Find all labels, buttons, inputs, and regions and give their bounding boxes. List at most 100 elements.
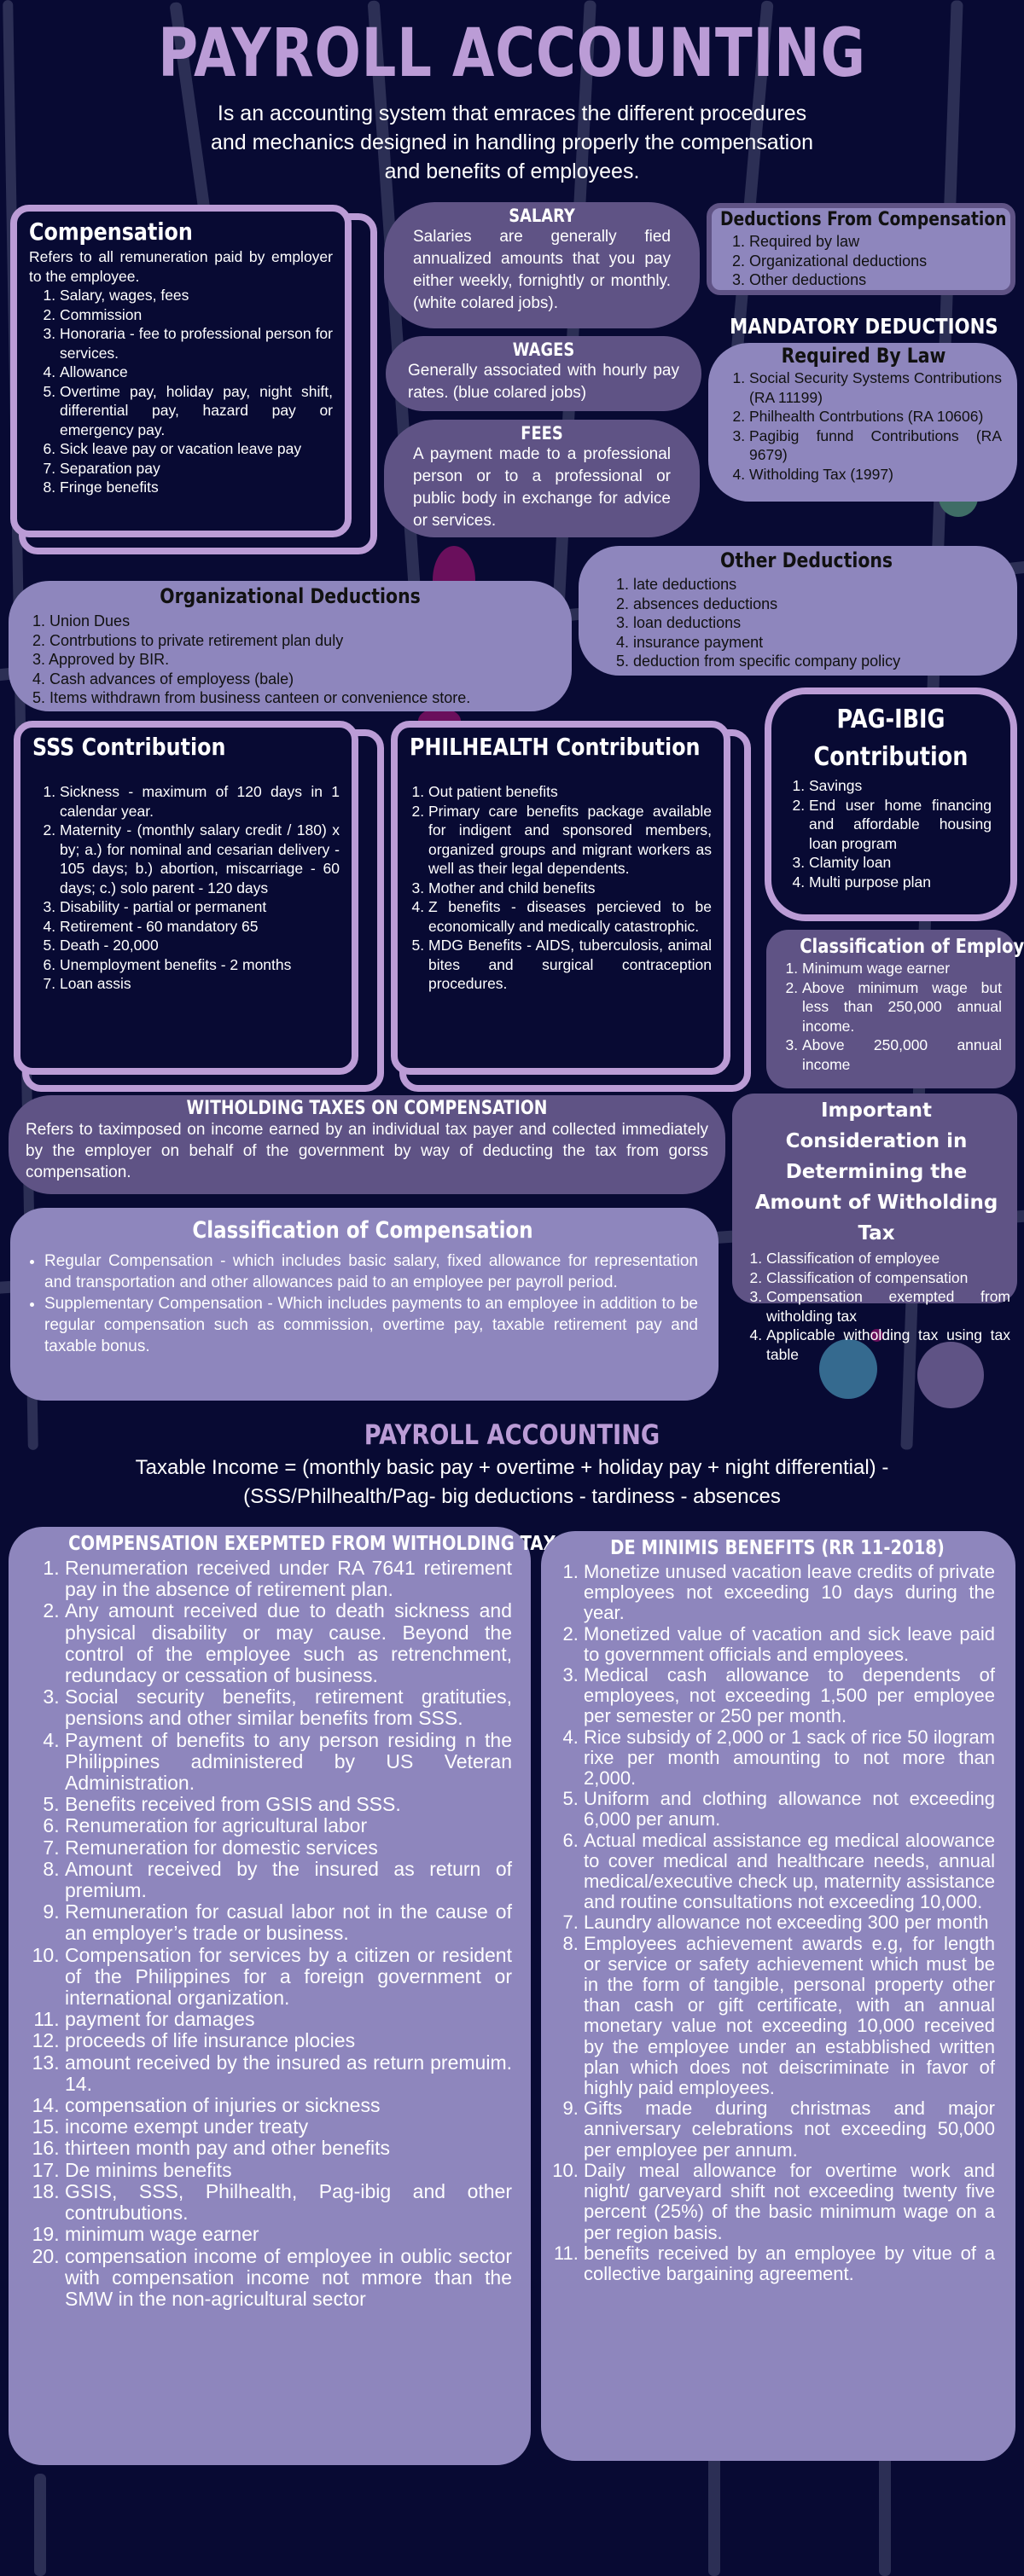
organizational-deduction-item: 1. Union Dues	[32, 612, 131, 629]
list-item: Renumeration for agricultural labor	[65, 1815, 512, 1836]
important-consideration-title: Important Consideration in Determining t…	[754, 1099, 998, 1244]
list-item: Monetized value of vacation and sick lea…	[584, 1623, 995, 1665]
organizational-deduction-item: 3. Approved by BIR.	[32, 651, 170, 668]
organizational-deduction-item: 5. Items withdrawn from business canteen…	[32, 689, 471, 706]
organizational-deduction-item: 2. Contrbutions to private retirement pl…	[32, 631, 344, 649]
salary-card: SALARY Salaries are generally fied annua…	[384, 202, 700, 328]
exempted-title: COMPENSATION EXEPMTED FROM WITHOLDING TA…	[68, 1533, 556, 1555]
wages-text: Generally associated with hourly pay rat…	[408, 362, 679, 402]
list-item: Overtime pay, holiday pay, night shift, …	[60, 382, 333, 440]
pagibig-title-line2: Contribution	[813, 742, 969, 772]
classification-employee-title: Classification of Employee	[800, 936, 1024, 958]
mandatory-deductions-list: Social Security Systems Contributions (R…	[725, 368, 1002, 484]
list-item: Required by law	[749, 232, 1002, 252]
other-deductions-list: late deductions absences deductions loan…	[616, 575, 997, 671]
list-item: Any amount received due to death sicknes…	[65, 1600, 512, 1686]
list-item: loan deductions	[633, 613, 997, 633]
list-item: Organizational deductions	[749, 252, 1002, 271]
list-item: Supplementary Compensation - Which inclu…	[44, 1293, 698, 1357]
list-item: amount received by the insured as return…	[65, 2051, 512, 2095]
list-item: Applicable witholding tax using tax tabl…	[766, 1326, 1010, 1364]
salary-text: Salaries are generally fied annualized a…	[413, 228, 671, 312]
list-item: Above minimum wage but less than 250,000…	[802, 978, 1002, 1036]
classification-compensation-card: Classification of Compensation Regular C…	[10, 1208, 719, 1401]
sss-list: Sickness - maximum of 120 days in 1 cale…	[32, 782, 340, 994]
list-item: Laundry allowance not exceeding 300 per …	[584, 1912, 995, 1933]
formula-title: PAYROLL ACCOUNTING	[364, 1419, 660, 1451]
list-item: thirteen month pay and other benefits	[65, 2138, 512, 2159]
list-item: Loan assis	[60, 974, 340, 994]
list-item: Compensation exempted from witholding ta…	[766, 1287, 1010, 1326]
list-item: insurance payment	[633, 633, 997, 653]
compensation-card: Compensation Refers to all remuneration …	[10, 205, 352, 537]
deductions-from-compensation-list: Required by law Organizational deduction…	[720, 232, 1002, 290]
list-item: Z benefits - diseases percieved to be ec…	[428, 897, 712, 936]
background-line	[879, 2457, 891, 2576]
list-item: Sick leave pay or vacation leave pay	[60, 439, 333, 459]
list-item: Mother and child benefits	[428, 879, 712, 898]
pagibig-card: PAG-IBIG Contribution Savings End user h…	[765, 688, 1017, 921]
list-item: MDG Benefits - AIDS, tuberculosis, anima…	[428, 936, 712, 994]
list-item: Savings	[809, 776, 992, 796]
list-item: De minims benefits	[65, 2159, 512, 2181]
list-item: proceeds of life insurance plocies	[65, 2030, 512, 2051]
important-consideration-card: Important Consideration in Determining t…	[732, 1094, 1017, 1363]
page-title: PAYROLL ACCOUNTING	[158, 15, 866, 92]
list-item: benefits received by an employee by vitu…	[584, 2242, 995, 2284]
other-deductions-card: Other Deductions late deductions absence…	[579, 546, 1017, 676]
background-line	[708, 2457, 720, 2576]
compensation-title: Compensation	[29, 218, 193, 246]
list-item: Daily meal allowance for overtime work a…	[584, 2160, 995, 2243]
deductions-from-compensation-card: Deductions From Compensation Required by…	[707, 203, 1015, 295]
list-item: Uniform and clothing allowance not excee…	[584, 1789, 995, 1830]
list-item: Medical cash allowance to dependents of …	[584, 1664, 995, 1727]
list-item: Multi purpose plan	[809, 873, 992, 892]
fees-title: FEES	[521, 423, 563, 444]
decor-blob-purple	[917, 1342, 984, 1408]
list-item: Unemployment benefits - 2 months	[60, 955, 340, 975]
deductions-from-compensation-title: Deductions From Compensation	[720, 209, 1007, 230]
list-item: Monetize unused vacation leave credits o…	[584, 1561, 995, 1624]
list-item: Maternity - (monthly salary credit / 180…	[60, 821, 340, 897]
list-item: Sickness - maximum of 120 days in 1 cale…	[60, 782, 340, 821]
classification-employee-list: Minimum wage earner Above minimum wage b…	[783, 959, 1002, 1074]
list-item: Separation pay	[60, 459, 333, 479]
list-item: Clamity loan	[809, 853, 992, 873]
wages-title: WAGES	[512, 339, 575, 360]
list-item: Classification of compensation	[766, 1268, 1010, 1288]
classification-employee-card: Classification of Employee Minimum wage …	[766, 930, 1024, 1088]
background-line	[34, 2474, 46, 2576]
philhealth-list: Out patient benefits Primary care benefi…	[410, 782, 712, 994]
mandatory-deductions-card: Required By Law Social Security Systems …	[708, 343, 1017, 502]
exempted-card: COMPENSATION EXEPMTED FROM WITHOLDING TA…	[9, 1527, 556, 2465]
organizational-deductions-card: Organizational Deductions 1. Union Dues …	[9, 581, 572, 711]
required-by-law-title: Required By Law	[781, 344, 946, 368]
other-deductions-title: Other Deductions	[719, 548, 893, 572]
withholding-taxes-card: WITHOLDING TAXES ON COMPENSATION Refers …	[9, 1095, 725, 1194]
important-consideration-list: Classification of employee Classificatio…	[742, 1249, 1010, 1364]
list-item: Above 250,000 annual income	[802, 1036, 1002, 1074]
list-item: End user home financing and affordable h…	[809, 796, 992, 854]
list-item: Fringe benefits	[60, 478, 333, 497]
list-item: Payment of benefits to any person residi…	[65, 1729, 512, 1795]
de-minimis-title: DE MINIMIS BENEFITS (RR 11-2018)	[610, 1537, 945, 1559]
exempted-list: Renumeration received under RA 7641 reti…	[32, 1557, 512, 2310]
list-item: Amount received by the insured as return…	[65, 1858, 512, 1901]
list-item: Compensation for services by a citizen o…	[65, 1944, 512, 2010]
list-item: Philhealth Contrbutions (RA 10606)	[749, 407, 1002, 426]
list-item: Renumeration received under RA 7641 reti…	[65, 1557, 512, 1600]
page-subtitle: Is an accounting system that emraces the…	[210, 102, 814, 183]
list-item: Remuneration for domestic services	[65, 1836, 512, 1859]
list-item: absences deductions	[633, 595, 997, 614]
list-item: payment for damages	[65, 2009, 512, 2030]
list-item: Witholding Tax (1997)	[749, 465, 1002, 484]
list-item: Minimum wage earner	[802, 959, 1002, 978]
list-item: GSIS, SSS, Philhealth, Pag-ibig and othe…	[65, 2180, 512, 2224]
list-item: Allowance	[60, 363, 333, 382]
sss-card: SSS Contribution Sickness - maximum of 1…	[14, 721, 358, 1075]
list-item: Primary care benefits package available …	[428, 802, 712, 879]
de-minimis-card: DE MINIMIS BENEFITS (RR 11-2018) Monetiz…	[541, 1531, 1015, 2461]
list-item: deduction from specific company policy	[633, 652, 997, 671]
list-item: Gifts made during christmas and major an…	[584, 2098, 995, 2161]
list-item: Other deductions	[749, 270, 1002, 290]
